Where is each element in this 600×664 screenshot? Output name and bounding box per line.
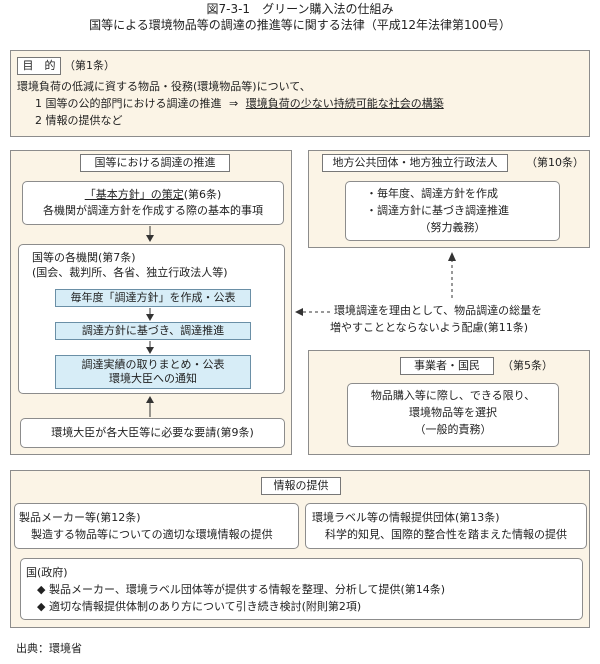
minister-request-card [20,418,285,448]
ecolabel-title: 環境ラベル等の情報提供団体(第13条) [312,511,500,524]
local-line1: ・毎年度、調達方針を作成 [366,187,498,200]
figure-subtitle: 国等による環境物品等の調達の推進等に関する法律（平成12年法律第100号） [89,18,511,32]
local-card [345,181,560,241]
business-card [347,383,559,447]
business-line3: （一般的責務） [414,423,492,436]
business-line2: 環境物品等を選択 [409,406,497,419]
purpose-item2: 2 情報の提供など [35,114,123,127]
step-annual-policy: 毎年度「調達方針」を作成・公表 [55,289,251,307]
basic-policy-title: 「基本方針」の策定(第6条) [22,188,284,202]
step-results-line1: 調達実績の取りまとめ・公表 [81,358,225,371]
agencies-sub: (国会、裁判所、各省、独立行政法人等) [32,266,228,279]
note-line1: 環境調達を理由として、物品調達の総量を [334,304,543,317]
basic-policy-name: 「基本方針」の策定 [84,188,184,201]
business-label: 事業者・国民 [400,357,494,375]
implies-arrow: ⇒ [229,97,239,110]
basic-policy-card [22,181,284,225]
gov-item1: ◆ 製品メーカー、環境ラベル団体等が提供する情報を整理、分析して提供(第14条) [37,583,446,596]
purpose-item1-prefix: 1 国等の公的部門における調達の推進 [35,97,222,110]
step-procurement: 調達方針に基づき、調達推進 [55,322,251,340]
local-line2: ・調達方針に基づき調達推進 [366,204,509,217]
purpose-panel [10,50,590,137]
gov-title: 国(政府) [26,566,68,579]
note-line2: 増やすこととならないよう配慮(第11条) [330,321,529,334]
figure-number: 図7-3-1 [206,2,251,16]
gov-card [20,558,583,620]
local-article: （第10条） [526,156,584,169]
purpose-item1-result: 環境負荷の少ない持続可能な社会の構築 [245,97,444,110]
purpose-label: 目 的 [17,57,61,75]
purpose-item1: 1 国等の公的部門における調達の推進 ⇒ 環境負荷の少ない持続可能な社会の構築 [35,97,444,111]
national-label: 国等における調達の推進 [80,154,230,172]
info-label: 情報の提供 [261,477,341,495]
source-note: 出典：環境省 [16,642,82,655]
gov-item2: ◆ 適切な情報提供体制のあり方について引き続き検討(附則第2項) [37,600,362,613]
purpose-line1: 環境負荷の低減に資する物品・役務(環境物品等)について、 [17,80,311,93]
maker-desc: 製造する物品等についての適切な環境情報の提供 [31,528,273,541]
business-article: （第5条） [502,359,553,372]
agencies-title: 国等の各機関(第7条) [32,251,136,264]
step-results: 調達実績の取りまとめ・公表 環境大臣への通知 [55,355,251,389]
basic-policy-desc: 各機関が調達方針を作成する際の基本的事項 [43,204,263,217]
figure-title-text: グリーン購入法の仕組み [262,2,394,16]
arrowhead-left-national [295,308,303,316]
step-results-line2: 環境大臣への通知 [109,372,197,385]
business-line1: 物品購入等に際し、できる限り、 [370,389,536,402]
local-line3: （努力義務） [419,221,486,234]
basic-policy-article: (第6条) [183,188,222,201]
local-label: 地方公共団体・地方独立行政法人 [322,154,508,172]
purpose-article: （第1条） [64,59,115,72]
figure-title: 図7-3-1 グリーン購入法の仕組み [0,2,600,17]
minister-request: 環境大臣が各大臣等に必要な要請(第9条) [51,426,254,439]
maker-card: 製品メーカー等(第12条) 製造する物品等についての適切な環境情報の提供 [14,503,299,549]
maker-title: 製品メーカー等(第12条) [19,511,141,524]
arrowhead-up-local [448,252,456,261]
ecolabel-desc: 科学的知見、国際的整合性を踏まえた情報の提供 [325,528,567,541]
ecolabel-card: 環境ラベル等の情報提供団体(第13条) 科学的知見、国際的整合性を踏まえた情報の… [305,503,587,549]
